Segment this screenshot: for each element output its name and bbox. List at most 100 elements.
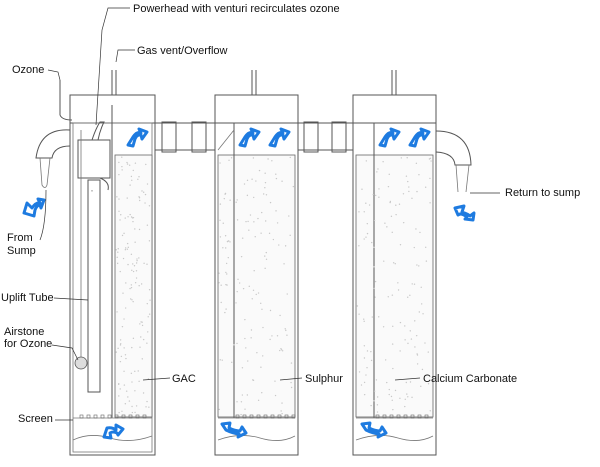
media-particle (245, 347, 247, 349)
media-particle (126, 248, 129, 250)
media-particle (390, 395, 393, 398)
media-particle (127, 263, 129, 266)
media-particle (134, 370, 136, 373)
media-particle (124, 403, 127, 405)
media-particle (134, 282, 137, 284)
media-particle (252, 157, 255, 159)
media-particle (118, 161, 120, 164)
media-particle (134, 162, 137, 164)
media-particle (245, 220, 247, 223)
media-particle (373, 400, 375, 402)
media-particle (404, 325, 406, 327)
media-particle (289, 234, 291, 237)
media-particle (132, 270, 135, 273)
media-particle (118, 173, 120, 176)
media-particle (264, 181, 267, 184)
media-particle (415, 162, 418, 165)
media-particle (363, 345, 366, 347)
media-particle (413, 283, 416, 285)
media-particle (128, 164, 131, 166)
media-particle (142, 392, 145, 394)
media-particle (119, 360, 122, 363)
screen-hole (235, 414, 240, 419)
media-particle (290, 362, 293, 364)
sulphur-label: Sulphur (305, 373, 343, 385)
media-particle (144, 202, 146, 204)
media-particle (389, 200, 392, 203)
media-particle (404, 398, 406, 400)
media-particle (236, 401, 238, 403)
media-particle (241, 394, 244, 396)
media-particle (218, 408, 220, 411)
media-particle (404, 339, 406, 341)
media-particle (130, 175, 133, 178)
media-particle (124, 354, 127, 356)
media-particle (140, 336, 142, 338)
media-particle (405, 175, 408, 177)
media-particle (358, 313, 360, 315)
media-particle (145, 163, 147, 166)
media-particle (131, 217, 134, 219)
media-particle (137, 178, 139, 180)
media-particle (289, 156, 291, 159)
media-particle (275, 173, 277, 175)
media-particle (260, 302, 262, 305)
screen-hole (79, 414, 84, 419)
media-particle (148, 289, 151, 291)
media-particle (262, 326, 264, 329)
media-particle (415, 334, 418, 337)
media-particle (264, 220, 267, 222)
media-particle (391, 294, 394, 296)
media-particle (115, 351, 117, 353)
media-particle (131, 381, 133, 383)
screen-hole (128, 414, 133, 419)
media-particle (387, 185, 390, 188)
media-particle (386, 381, 388, 384)
media-particle (261, 211, 263, 214)
screen-hole (375, 414, 380, 419)
media-particle (429, 410, 431, 412)
media-particle (281, 412, 283, 415)
media-particle (370, 404, 372, 407)
media-particle (124, 249, 127, 251)
media-particle (286, 293, 288, 295)
media-particle (269, 309, 272, 312)
flow-arrow-icon (102, 423, 125, 440)
screen-hole (382, 414, 387, 419)
union-connector-2 (298, 121, 353, 153)
media-particle (135, 262, 138, 264)
media-particle (146, 224, 149, 226)
media-particle (405, 381, 408, 384)
screen-hole (93, 414, 98, 419)
media-particle (279, 314, 281, 317)
media-particle (428, 158, 431, 160)
media-particle (148, 406, 150, 408)
media-particle (135, 277, 138, 279)
media-particle (121, 165, 123, 168)
media-particle (283, 263, 285, 265)
media-particle (132, 300, 134, 303)
media-particle (365, 236, 367, 238)
media-particle (258, 169, 261, 172)
media-particle (121, 410, 123, 412)
media-particle (366, 232, 369, 235)
media-particle (238, 282, 241, 284)
media-particle (420, 303, 423, 305)
media-particle (264, 187, 266, 189)
media-particle (125, 357, 127, 360)
media-particle (395, 204, 397, 206)
media-particle (124, 307, 127, 309)
flow-arrows (22, 127, 476, 440)
media-particle (257, 292, 260, 294)
media-particle (253, 270, 255, 272)
svg-text:Y: Y (91, 189, 93, 193)
media-particle (414, 346, 416, 348)
media-particle (391, 399, 393, 401)
media-particle (119, 388, 121, 390)
media-particle (140, 321, 142, 323)
media-particle (409, 330, 411, 332)
media-particle (392, 367, 394, 370)
from-sump-label-line2: Sump (7, 245, 36, 257)
powerhead-label: Powerhead with venturi recirculates ozon… (133, 3, 340, 15)
media-particle (267, 158, 269, 160)
